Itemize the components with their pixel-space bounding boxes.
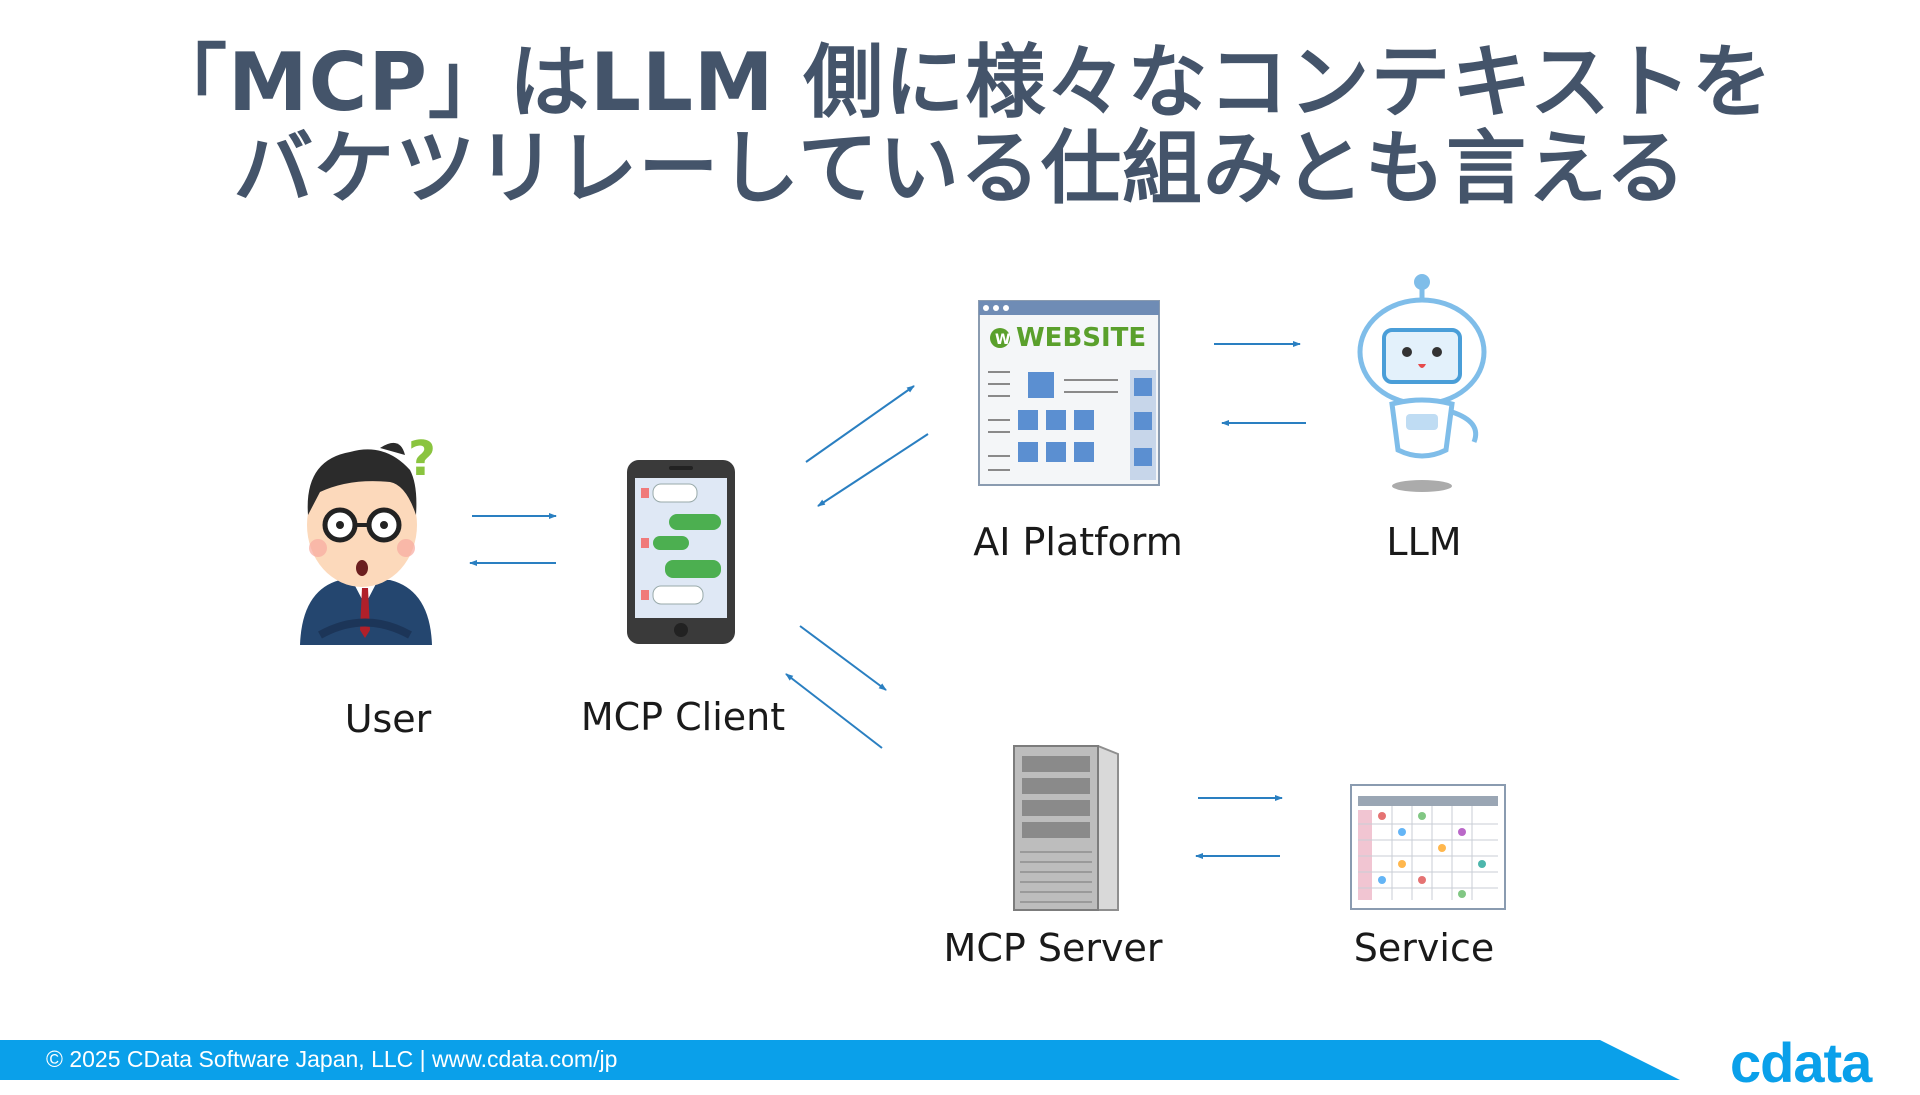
node-label-user: User <box>344 697 432 741</box>
cdata-logo: cdata <box>1730 1031 1872 1094</box>
node-label-mcp-client: MCP Client <box>580 695 786 739</box>
node-label-mcp-server: MCP Server <box>943 926 1163 970</box>
footer-bar <box>0 1040 1680 1080</box>
slide-title-line-1: 「MCP」はLLM 側に様々なコンテキストを <box>147 36 1773 129</box>
svg-text:W: W <box>995 332 1010 348</box>
node-label-service: Service <box>1353 926 1495 970</box>
smartphone-chat-icon <box>627 460 735 644</box>
node-label-ai-platform: AI Platform <box>973 520 1183 564</box>
slide-title: 「MCP」はLLM 側に様々なコンテキストを バケツリレーしている仕組みとも言え… <box>0 40 1920 212</box>
server-icon <box>1013 745 1119 911</box>
website-icon: W WEBSITE <box>978 300 1160 486</box>
svg-text:WEBSITE: WEBSITE <box>1016 323 1146 353</box>
spreadsheet-icon <box>1350 784 1506 910</box>
footer-copyright: © 2025 CData Software Japan, LLC | www.c… <box>46 1046 618 1072</box>
user-icon: ? <box>300 431 436 645</box>
slide-title-line-2: バケツリレーしている仕組みとも言える <box>233 122 1687 215</box>
arrow-client-to-platform <box>805 385 915 463</box>
robot-icon <box>1357 274 1487 492</box>
node-label-llm: LLM <box>1386 520 1462 564</box>
svg-text:?: ? <box>408 431 436 487</box>
arrow-client-to-server <box>799 625 887 691</box>
arrow-platform-to-client <box>817 433 929 507</box>
arrow-server-to-client <box>785 673 883 749</box>
